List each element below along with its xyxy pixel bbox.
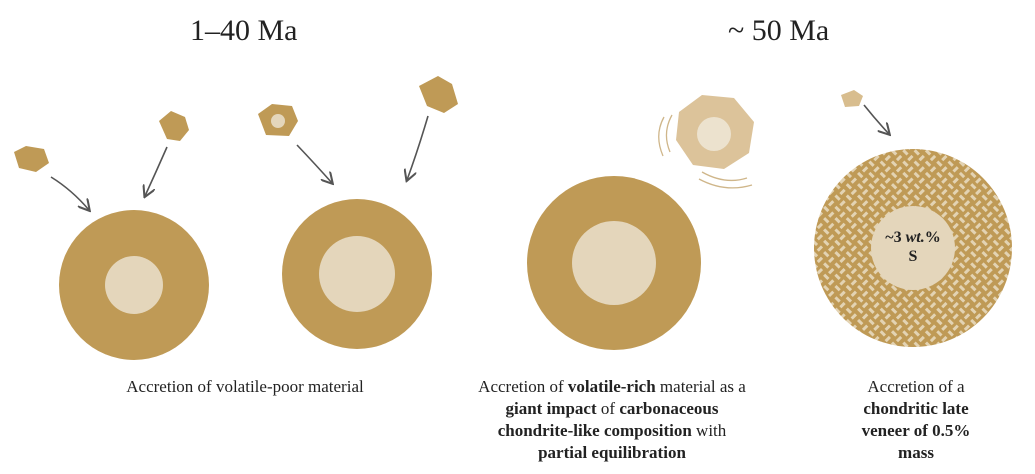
core-sulfur-label: ~3 wt.% S xyxy=(873,228,953,266)
caption-2-part-7: with xyxy=(692,421,726,440)
pebble-5 xyxy=(841,90,863,107)
caption-stage-2: Accretion of volatile-rich material as a… xyxy=(478,376,746,464)
planet-1 xyxy=(59,210,209,360)
pebble-2 xyxy=(159,111,189,141)
core-label-prefix: ~3 xyxy=(885,229,905,246)
planet-3 xyxy=(527,176,701,350)
caption-1-text: Accretion of volatile-poor material xyxy=(126,377,363,396)
core-label-element: S xyxy=(873,247,953,266)
caption-2-part-8: partial equilibration xyxy=(538,443,686,462)
caption-stage-1: Accretion of volatile-poor material xyxy=(85,376,405,398)
planet-2 xyxy=(282,199,432,349)
arrow-4 xyxy=(407,116,428,180)
pebble-3-core xyxy=(271,114,285,128)
pebble-1 xyxy=(14,146,49,172)
caption-3-part-2: chondritic late veneer of 0.5% mass xyxy=(862,399,971,462)
caption-2-part-4: giant impact xyxy=(506,399,597,418)
caption-stage-3: Accretion of a chondritic late veneer of… xyxy=(856,376,976,464)
pebble-4 xyxy=(419,76,458,113)
planet-3-core xyxy=(572,221,656,305)
arrow-2 xyxy=(145,147,167,196)
core-label-suffix: % xyxy=(925,229,941,246)
caption-3-part-1: Accretion of a xyxy=(867,377,964,396)
caption-2-part-2: volatile-rich xyxy=(568,377,656,396)
arrow-3 xyxy=(297,145,332,183)
arrow-5 xyxy=(864,105,889,134)
arrow-1 xyxy=(51,177,89,210)
caption-2-part-3: material as a xyxy=(656,377,746,396)
core-label-italic: wt. xyxy=(906,229,925,246)
caption-2-part-5: of xyxy=(597,399,620,418)
planet-1-core xyxy=(105,256,163,314)
caption-2-part-1: Accretion of xyxy=(478,377,568,396)
planet-2-core xyxy=(319,236,395,312)
giant-impactor-core xyxy=(697,117,731,151)
